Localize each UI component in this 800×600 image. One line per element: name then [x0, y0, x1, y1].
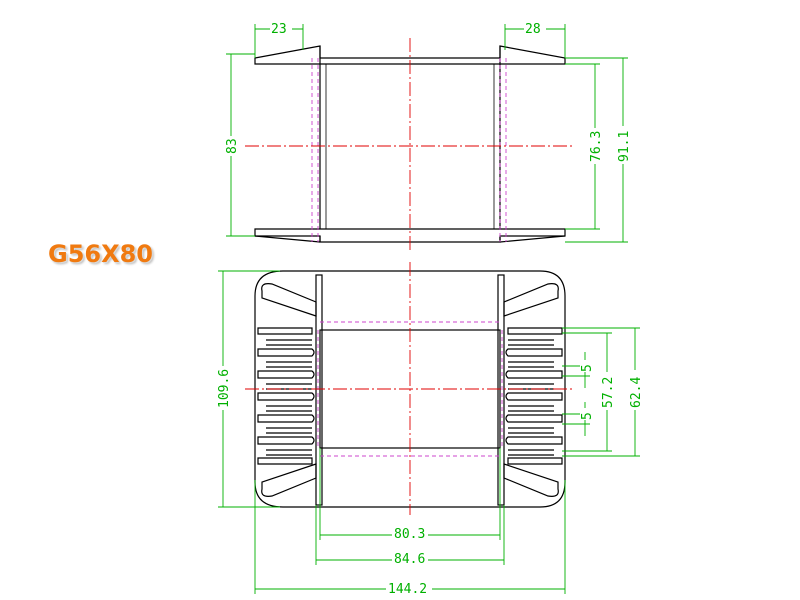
- dim-height-left: 83: [225, 138, 240, 154]
- dim-overall-height: 109.6: [217, 369, 232, 408]
- top-view-centerlines: [245, 38, 575, 250]
- left-fins: [257, 327, 315, 465]
- dim-right-flange: 28: [525, 22, 541, 37]
- top-view-dimensions: [226, 24, 628, 243]
- dim-width-overall: 144.2: [388, 582, 427, 597]
- model-label: G56X80: [48, 240, 153, 268]
- dim-height-inner: 76.3: [589, 131, 604, 162]
- front-view-dimensions: [218, 270, 640, 594]
- outer-body: [254, 270, 566, 508]
- dim-fin-span-outer: 62.4: [629, 377, 644, 408]
- top-view-hidden-lines: [311, 58, 507, 242]
- dim-height-outer: 91.1: [617, 131, 632, 162]
- dim-pitch-b: 5: [580, 412, 595, 420]
- front-view-centerlines: [245, 262, 575, 515]
- right-fins: [505, 327, 563, 465]
- front-view-dimension-text: 109.6 5 5 57.2 62.4 80.3 84.6 144.2: [215, 360, 644, 597]
- dim-width-inner: 80.3: [394, 527, 425, 542]
- dim-fin-span-inner: 57.2: [601, 377, 616, 408]
- right-flange-bar: [497, 274, 505, 506]
- dim-left-flange: 23: [271, 22, 287, 37]
- dim-pitch-a: 5: [580, 364, 595, 372]
- dim-width-middle: 84.6: [394, 552, 425, 567]
- top-view-dimension-text: 23 28 83 76.3 91.1: [222, 21, 632, 164]
- left-flange-bar: [315, 274, 323, 506]
